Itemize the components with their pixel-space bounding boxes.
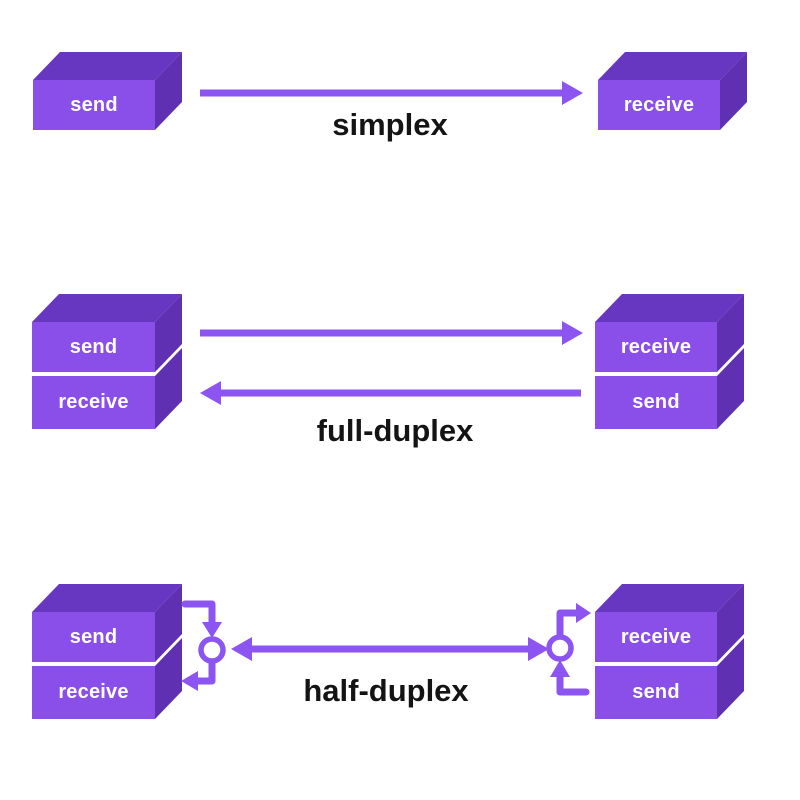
box-side-face: [717, 584, 744, 662]
box-side-face: [155, 52, 182, 130]
half-duplex-left-send-label: send: [69, 625, 118, 648]
box-front-face: [595, 666, 717, 719]
full-duplex-left-upper-box-3d: [32, 294, 182, 372]
simplex-receiver-box-3d: [598, 52, 747, 130]
switch-node-circle-icon: [546, 634, 574, 662]
simplex-section-title: simplex: [332, 107, 448, 142]
half-duplex-left-upper-box-3d: [32, 584, 182, 662]
half-duplex-left-lower-box-3d: [32, 638, 182, 719]
box-front-face: [595, 322, 717, 372]
half-duplex-right-connector: [546, 603, 591, 696]
half-duplex-double-arrow: [231, 637, 549, 661]
arrowhead-left-icon: [231, 637, 252, 661]
box-side-face: [155, 348, 182, 429]
half-duplex-right-lower-box-3d: [595, 638, 744, 719]
full-duplex-left-send-label: send: [69, 335, 118, 358]
full-duplex-section-title: full-duplex: [316, 413, 474, 448]
half-duplex-right-upper-box-3d: [595, 584, 744, 662]
box-top-face: [32, 294, 182, 322]
simplex-receive-label: receive: [623, 93, 695, 116]
box-front-face: [32, 376, 155, 429]
full-duplex-right-receive-label: receive: [620, 335, 692, 358]
arrowhead-up-icon: [550, 660, 570, 677]
arrowhead-right-icon: [528, 637, 549, 661]
box-front-face: [32, 612, 155, 662]
full-duplex-section: [32, 294, 744, 429]
full-duplex-right-upper-box-3d: [595, 294, 744, 372]
box-front-face: [33, 80, 155, 130]
simplex-arrow-right: [200, 81, 583, 105]
arrowhead-right-icon: [562, 321, 583, 345]
box-front-face: [595, 612, 717, 662]
box-top-face: [595, 584, 744, 612]
box-front-face: [598, 80, 720, 130]
box-top-face: [595, 294, 744, 322]
connector-line: [181, 600, 216, 626]
arrowhead-right-icon: [576, 603, 591, 623]
box-front-face: [595, 376, 717, 429]
full-duplex-arrow-right: [200, 321, 583, 345]
half-duplex-section: [32, 584, 744, 719]
box-side-face: [155, 638, 182, 719]
box-top-face: [598, 52, 747, 80]
full-duplex-right-lower-box-3d: [595, 348, 744, 429]
half-duplex-right-send-label: send: [632, 681, 680, 703]
box-front-face: [32, 666, 155, 719]
box-side-face: [720, 52, 747, 130]
box-side-face: [717, 348, 744, 429]
half-duplex-left-connector: [181, 600, 226, 691]
switch-node-circle-icon: [198, 636, 226, 664]
box-side-face: [155, 294, 182, 372]
arrowhead-left-icon: [181, 671, 198, 691]
full-duplex-right-send-label: send: [632, 391, 680, 413]
box-top-face: [32, 584, 182, 612]
half-duplex-section-title: half-duplex: [303, 673, 469, 708]
connector-line: [556, 673, 590, 696]
simplex-send-label: send: [70, 93, 118, 116]
box-side-face: [717, 638, 744, 719]
box-front-face: [32, 322, 155, 372]
box-side-face: [155, 584, 182, 662]
connector-line: [194, 658, 216, 685]
arrowhead-right-icon: [562, 81, 583, 105]
simplex-section: [33, 52, 747, 130]
full-duplex-left-receive-label: receive: [58, 391, 129, 413]
half-duplex-left-receive-label: receive: [58, 681, 129, 703]
connector-line: [556, 609, 580, 642]
half-duplex-right-receive-label: receive: [620, 625, 692, 648]
full-duplex-left-lower-box-3d: [32, 348, 182, 429]
box-side-face: [717, 294, 744, 372]
simplex-sender-box-3d: [33, 52, 182, 130]
arrowhead-down-icon: [202, 622, 222, 638]
box-top-face: [33, 52, 182, 80]
full-duplex-arrow-left: [200, 381, 581, 405]
arrowhead-left-icon: [200, 381, 221, 405]
